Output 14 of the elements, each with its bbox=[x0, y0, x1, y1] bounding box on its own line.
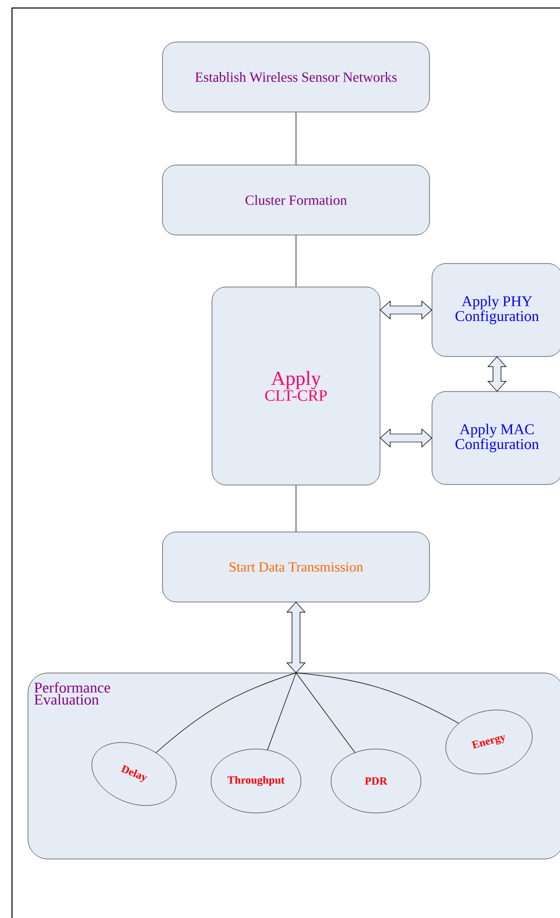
block-arrow bbox=[487, 356, 507, 392]
process-box: Apply MAC Configuration bbox=[432, 391, 560, 485]
process-box: Establish Wireless Sensor Networks bbox=[162, 42, 430, 112]
connector-line bbox=[296, 672, 459, 724]
block-arrow bbox=[286, 602, 306, 674]
process-box: Start Data Transmission bbox=[162, 532, 430, 602]
process-box: Cluster Formation bbox=[162, 164, 430, 236]
connector-line bbox=[296, 672, 356, 753]
connector-line bbox=[267, 672, 296, 750]
process-box: Apply CLT-CRP bbox=[212, 286, 380, 486]
connector-line bbox=[156, 672, 296, 753]
process-box: Apply PHY Configuration bbox=[432, 263, 560, 357]
block-arrow bbox=[380, 428, 432, 448]
block-arrow bbox=[380, 300, 432, 320]
